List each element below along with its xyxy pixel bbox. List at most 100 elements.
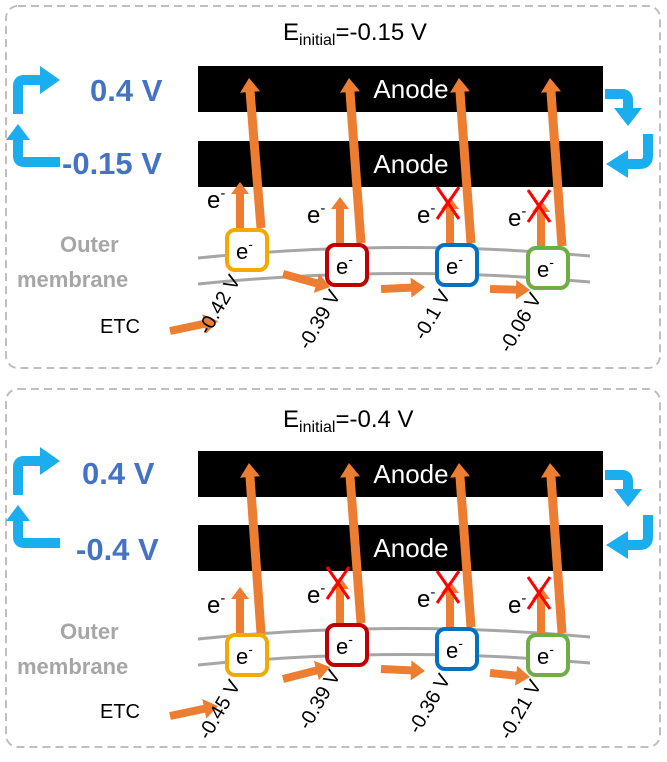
protein-electron-3: e- bbox=[446, 251, 463, 279]
electron-sup: - bbox=[320, 200, 325, 217]
block-cross-b-4 bbox=[526, 576, 552, 610]
protein-box-4 bbox=[526, 633, 570, 677]
protein-electron-2: e- bbox=[336, 251, 353, 279]
free-electron-label-3: e- bbox=[417, 200, 435, 229]
potential-label-3: -0.1 V bbox=[410, 286, 456, 344]
anode-upper bbox=[198, 451, 603, 497]
high-voltage-label: 0.4 V bbox=[82, 456, 155, 491]
protein-electron-1: e- bbox=[236, 236, 253, 264]
protein-box-4 bbox=[526, 246, 570, 290]
cycle-arrow-right-left-line bbox=[626, 134, 653, 169]
electron-base: e bbox=[207, 592, 220, 619]
electron-base: e bbox=[236, 239, 248, 264]
electron-base: e bbox=[236, 644, 248, 669]
cycle-arrow-left-up-head bbox=[40, 447, 60, 475]
anode-upper bbox=[198, 66, 603, 112]
title-value: =-0.4 V bbox=[335, 406, 413, 433]
electron-sup: - bbox=[220, 185, 225, 202]
etc-label: ETC bbox=[100, 316, 140, 338]
block-cross-b-3 bbox=[435, 570, 461, 604]
membrane-label-line1: Outer bbox=[60, 619, 119, 644]
potential-label-2: -0.39 V bbox=[294, 286, 346, 353]
protein-electron-1: e- bbox=[236, 641, 253, 669]
title-subscript: initial bbox=[299, 32, 335, 49]
anode-arrow-1 bbox=[240, 78, 266, 229]
anode-arrow-3 bbox=[450, 463, 476, 628]
protein-box-3 bbox=[435, 627, 479, 671]
free-electron-label-4: e- bbox=[508, 203, 526, 232]
electron-base: e bbox=[537, 644, 549, 669]
protein-3: e-e--0.36 V bbox=[404, 463, 479, 737]
electron-sup: - bbox=[521, 590, 526, 607]
cycle-arrow-left-up-line bbox=[13, 75, 42, 114]
protein-4: e-e--0.06 V bbox=[495, 78, 570, 356]
anode-arrow-4 bbox=[541, 78, 567, 247]
protein-box-1 bbox=[225, 633, 269, 677]
electron-base: e bbox=[307, 202, 320, 229]
anode-arrow-2 bbox=[340, 463, 366, 624]
etc-label: ETC bbox=[100, 701, 140, 723]
protein-electron-4: e- bbox=[537, 254, 554, 282]
transfer-arrow-3 bbox=[489, 665, 530, 686]
protein-3: e-e- -0.1 V bbox=[410, 78, 479, 344]
electron-base: e bbox=[336, 634, 348, 659]
cycle-arrow-right-left-head bbox=[606, 150, 628, 178]
anode-arrow-4 bbox=[541, 463, 567, 634]
block-cross-b-3 bbox=[435, 186, 461, 220]
panel-title: Einitial=-0.4 V bbox=[283, 406, 414, 436]
electron-sup: - bbox=[549, 641, 554, 657]
transfer-arrow-2 bbox=[380, 277, 425, 298]
cycle-arrow-right-down-line bbox=[605, 470, 633, 491]
electron-sup: - bbox=[549, 254, 554, 270]
protein-electron-4: e- bbox=[537, 641, 554, 669]
cycle-arrow-left-up-head bbox=[40, 66, 60, 94]
electron-base: e bbox=[508, 205, 521, 232]
free-electron-label-2: e- bbox=[307, 580, 325, 609]
electron-base: e bbox=[537, 257, 549, 282]
electron-base: e bbox=[307, 582, 320, 609]
cycle-arrows-left bbox=[6, 66, 60, 167]
protein-2: e-e--0.39 V bbox=[294, 78, 369, 353]
electron-base: e bbox=[417, 202, 430, 229]
protein-box-2 bbox=[325, 623, 369, 667]
electron-base: e bbox=[446, 638, 458, 663]
cycle-arrow-right-left-line bbox=[626, 515, 653, 550]
protein-box-1 bbox=[225, 228, 269, 272]
cycle-arrow-left-down-head bbox=[6, 124, 30, 140]
protein-box-3 bbox=[435, 243, 479, 287]
protein-box-2 bbox=[325, 243, 369, 287]
cycle-arrow-right-down-head bbox=[614, 108, 642, 126]
electron-base: e bbox=[446, 254, 458, 279]
cycle-arrows-right bbox=[605, 470, 653, 559]
electron-sup: - bbox=[320, 580, 325, 597]
potential-label-1: -0.42 V bbox=[194, 271, 246, 338]
cycle-arrow-left-down-line bbox=[13, 138, 60, 167]
title-value: =-0.15 V bbox=[335, 19, 426, 46]
free-electron-label-1: e- bbox=[207, 590, 225, 619]
electron-sup: - bbox=[248, 236, 253, 252]
electron-sup: - bbox=[430, 584, 435, 601]
protein-electron-2: e- bbox=[336, 631, 353, 659]
free-electron-label-1: e- bbox=[207, 185, 225, 214]
anode-lower bbox=[198, 525, 603, 571]
protein-2: e-e--0.39 V bbox=[294, 463, 369, 733]
free-electron-arrow-1 bbox=[231, 587, 249, 633]
transfer-arrow-1 bbox=[281, 270, 330, 293]
electron-base: e bbox=[336, 254, 348, 279]
etc-input-arrow bbox=[169, 699, 218, 720]
electron-sup: - bbox=[348, 631, 353, 647]
title-e: E bbox=[283, 19, 299, 46]
transfer-arrow-3 bbox=[489, 279, 530, 300]
panel-border bbox=[5, 5, 661, 369]
anode-arrow-3 bbox=[450, 78, 476, 244]
potential-label-4: -0.21 V bbox=[495, 676, 547, 743]
anode-arrow-1 bbox=[240, 463, 266, 634]
electron-base: e bbox=[508, 592, 521, 619]
cycle-arrow-left-down-head bbox=[6, 505, 30, 521]
free-electron-label-3: e- bbox=[417, 584, 435, 613]
electron-sup: - bbox=[220, 590, 225, 607]
electron-sup: - bbox=[248, 641, 253, 657]
